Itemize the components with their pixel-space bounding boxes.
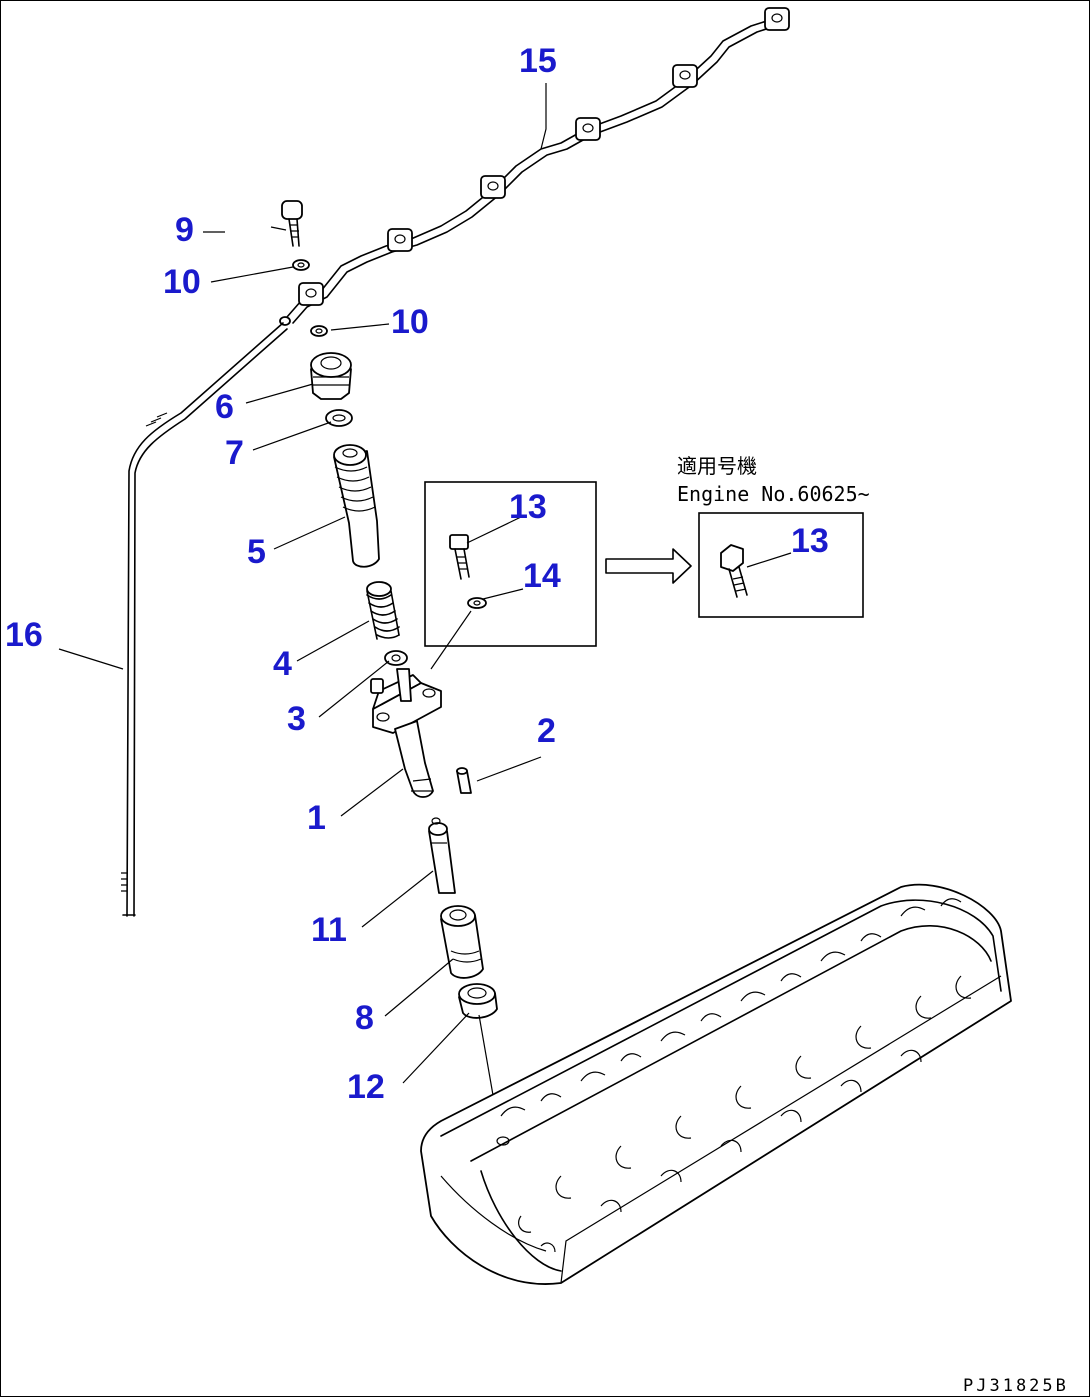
part-12-seal (458, 983, 498, 1019)
callout-8: 8 (355, 999, 374, 1037)
callout-10-upper: 10 (163, 263, 201, 301)
callout-14: 14 (523, 557, 561, 595)
axis-leader (430, 610, 472, 670)
part-13-bolt-old (449, 534, 470, 580)
callout-9: 9 (175, 211, 194, 249)
inset-box-new (698, 512, 864, 618)
callout-7: 7 (225, 434, 244, 472)
inset-box-old (424, 481, 597, 647)
part-1-nozzle-body (370, 668, 442, 798)
banjo-block (672, 64, 698, 88)
callout-11: 11 (311, 911, 347, 949)
part-5-nozzle-sleeve (333, 444, 380, 568)
part-2-dowel-pin (456, 767, 472, 794)
part-11-nozzle-tip (428, 817, 456, 894)
drawing-code: PJ31825B (963, 1376, 1069, 1396)
part-9-bolt (270, 200, 303, 247)
callout-5: 5 (247, 533, 266, 571)
cylinder-head (420, 883, 1012, 1285)
callout-15: 15 (519, 42, 557, 80)
note-line-2: Engine No.60625~ (677, 482, 870, 506)
arrow-icon (605, 548, 692, 584)
part-10-washer-lower (310, 325, 328, 337)
banjo-block (764, 7, 790, 31)
callout-13-new: 13 (791, 522, 829, 560)
callout-12: 12 (347, 1068, 385, 1106)
banjo-block (298, 282, 324, 306)
callout-2: 2 (537, 712, 556, 750)
part-15-return-pipe (279, 7, 790, 326)
part-10-washer-upper (292, 259, 310, 271)
callout-10-lower: 10 (391, 303, 429, 341)
part-7-washer (325, 409, 353, 427)
part-3-retainer (384, 650, 408, 666)
applicability-note: 適用号機 Engine No.60625~ (677, 454, 870, 506)
leader-lines (58, 83, 792, 1084)
part-13-bolt-new (720, 544, 748, 598)
note-line-1: 適用号機 (677, 454, 757, 478)
part-4-spring (366, 581, 400, 640)
callout-labels: 15 9 10 10 6 7 5 4 3 1 2 11 8 12 16 13 1… (5, 42, 829, 1106)
banjo-block (575, 117, 601, 141)
banjo-block (480, 175, 506, 199)
callout-4: 4 (273, 645, 292, 683)
banjo-block (387, 228, 413, 252)
callout-1: 1 (307, 799, 326, 837)
part-16-drain-hose (121, 322, 288, 917)
callout-16: 16 (5, 616, 43, 654)
callout-6: 6 (215, 388, 234, 426)
part-6-nut (310, 352, 352, 400)
part-8-sleeve (440, 905, 484, 979)
callout-13-old: 13 (509, 488, 547, 526)
callout-3: 3 (287, 700, 306, 738)
part-14-washer (467, 597, 487, 609)
